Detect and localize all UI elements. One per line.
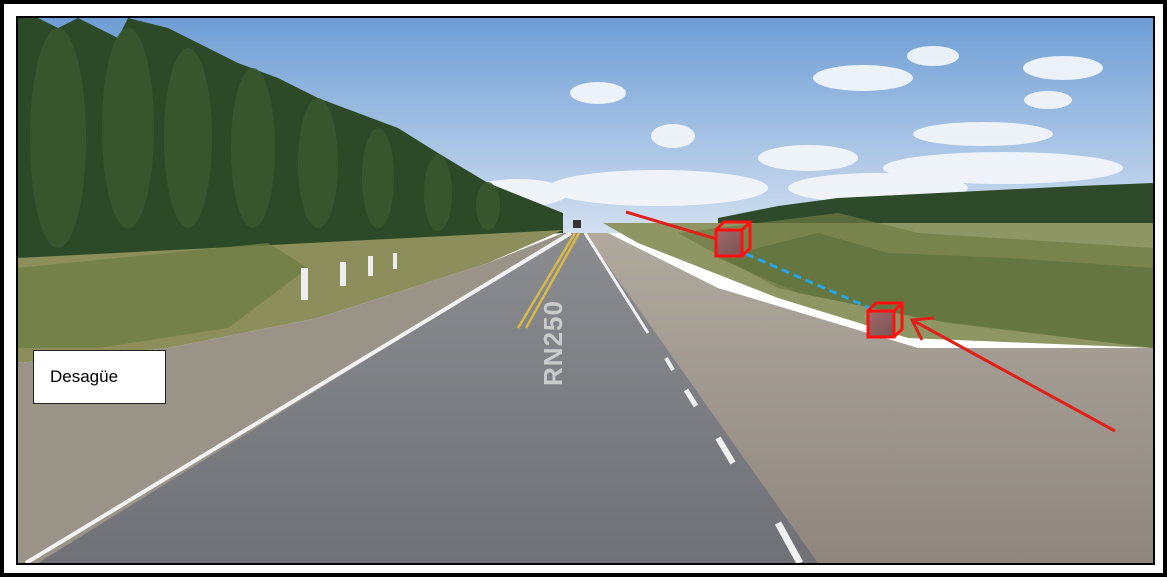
- red-line: [625, 210, 721, 242]
- road-marking-text: RN250: [537, 300, 568, 386]
- road-photo: [18, 18, 1153, 563]
- distant-car: [573, 220, 581, 228]
- red-cube-icon: [714, 220, 752, 258]
- blue-dashed-line: [745, 252, 871, 310]
- road: [38, 233, 818, 563]
- desague-label: Desagüe: [33, 350, 166, 404]
- clouds: [468, 46, 1123, 207]
- red-arrow-icon: [909, 316, 1116, 433]
- right-shoulder: [585, 233, 1153, 563]
- red-cube-icon: [866, 301, 904, 339]
- fence-posts: [301, 253, 397, 300]
- photo-frame: RN250 Desagüe: [16, 16, 1155, 565]
